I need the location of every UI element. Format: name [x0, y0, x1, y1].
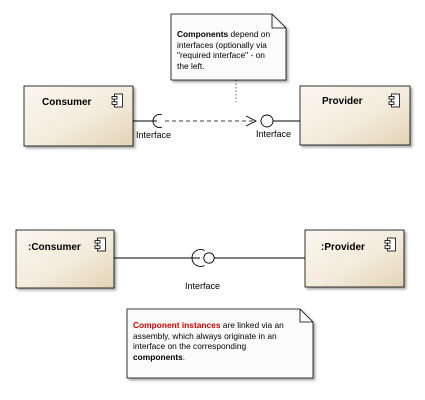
- provider-title: Provider: [322, 96, 363, 107]
- assembly-connector[interactable]: [114, 249, 305, 267]
- note-bottom-text: Component instances are linked via an as…: [133, 320, 311, 362]
- note-bottom-line-2: assembly, which always originate in an: [133, 330, 277, 341]
- provider-instance-title: :Provider: [321, 242, 365, 253]
- note-top-bold-lead: Components: [177, 29, 229, 39]
- consumer-instance-title: :Consumer: [28, 242, 81, 253]
- note-bottom-red-lead: Component instances: [133, 320, 221, 330]
- required-interface-label: Interface: [136, 130, 171, 140]
- required-interface[interactable]: [133, 114, 163, 128]
- provided-interface[interactable]: [260, 114, 300, 128]
- note-bottom-bold-tail: components: [133, 351, 183, 362]
- provided-interface-label: Interface: [256, 129, 291, 139]
- assembly-interface-label: Interface: [185, 281, 220, 291]
- note-bottom: [126, 308, 314, 379]
- dependency-arrow: [165, 115, 257, 127]
- note-bottom-line-3: interface on the corresponding: [133, 341, 247, 351]
- consumer-title: Consumer: [42, 97, 92, 108]
- note-bottom-tail-punct: .: [182, 351, 186, 362]
- note-top: [170, 13, 287, 81]
- note-top-line-2: interfaces (optionally via: [177, 39, 267, 50]
- note-bottom-line-1: are linked via an: [220, 320, 284, 330]
- note-top-line-3: "required interface" - on: [177, 50, 265, 60]
- note-top-text: Components depend on interfaces (optiona…: [177, 29, 290, 71]
- note-top-line-4: the left.: [177, 60, 205, 71]
- note-top-line-1: depend on: [228, 29, 271, 39]
